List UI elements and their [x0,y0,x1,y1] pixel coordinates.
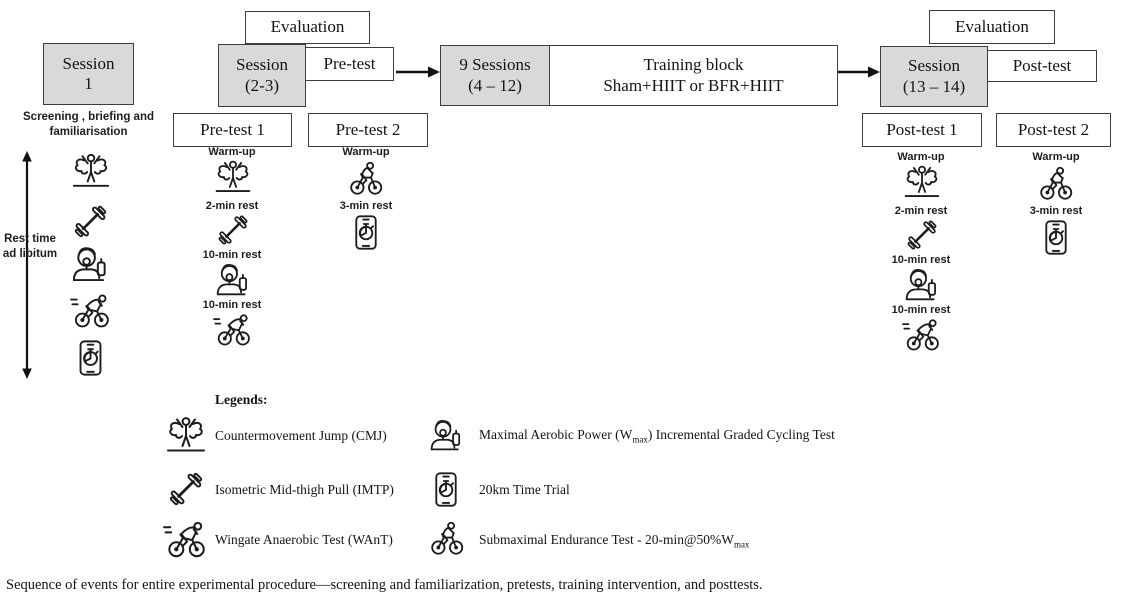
legend-title: Legends: [215,392,268,407]
pretest1-rest-label: 10-min rest [202,299,262,311]
jump-person-icon [70,151,112,191]
legend-want-text: Wingate Anaerobic Test (WAnT) [215,532,393,547]
legend-item-imtp: Isometric Mid-thigh Pull (IMTP) [215,482,394,500]
session-2-3-line1: Session [236,55,288,75]
post-test-2-label: Post-test 2 [1017,119,1090,139]
legend-item-cmj: Countermovement Jump (CMJ) [215,428,387,446]
rest-time-double-arrow [22,151,32,379]
evaluation-right-label: Evaluation [955,16,1029,36]
jump-person-icon [213,158,253,196]
evaluation-box-right: Evaluation [929,10,1055,44]
legend-wmax-sub: max [632,434,648,445]
jump-person-icon [164,415,208,455]
post-test-label: Post-test [1012,55,1072,75]
pre-test-1-label: Pre-test 1 [200,119,265,139]
session-2-3-box: Session (2-3) [218,44,306,107]
training-block-line2: Sham+HIIT or BFR+HIIT [603,75,784,95]
sessions-9-line2: (4 – 12) [468,75,522,95]
posttest1-rest-label: 2-min rest [894,205,948,217]
phone-stopwatch-icon [76,339,105,377]
legend-imtp-text: Isometric Mid-thigh Pull (IMTP) [215,482,394,497]
dumbbell-icon [905,218,939,252]
post-test-box: Post-test [987,50,1097,82]
posttest1-warmup-label: Warm-up [897,151,945,163]
posttest2-rest-label: 3-min rest [1029,205,1083,217]
sprint-cyclist-icon [901,316,941,352]
cyclist-icon [346,159,386,197]
session-13-14-line2: (13 – 14) [902,76,966,96]
cyclist-icon [427,518,467,558]
pre-test-box: Pre-test [305,47,394,81]
post-test-1-box: Post-test 1 [862,113,982,147]
legend-item-tt: 20km Time Trial [479,482,570,500]
pre-test-2-label: Pre-test 2 [335,119,401,139]
training-block-box: Training block Sham+HIIT or BFR+HIIT [549,45,838,106]
session-2-3-line2: (2-3) [245,75,279,95]
posttest1-rest-label: 10-min rest [891,304,951,316]
session-1-box: Session 1 [43,43,134,105]
sprint-cyclist-icon [69,291,111,329]
post-test-2-box: Post-test 2 [996,113,1111,147]
posttest2-warmup-label: Warm-up [1032,151,1080,163]
mask-person-icon [71,244,110,283]
pretest1-warmup-label: Warm-up [208,146,256,158]
figure-caption: Sequence of events for entire experiment… [6,577,763,593]
dumbbell-icon [167,470,205,508]
session-13-14-line1: Session [908,56,960,76]
phone-stopwatch-icon [352,214,380,251]
sessions-9-line1: 9 Sessions [459,55,531,75]
pre-test-2-box: Pre-test 2 [308,113,428,147]
pretest2-rest-label: 3-min rest [339,200,393,212]
arrow-right-2 [838,66,880,78]
legend-wmax-text: Maximal Aerobic Power (W [479,427,633,442]
dumbbell-icon [72,203,109,240]
legend-item-wmax: Maximal Aerobic Power (Wmax) Incremental… [479,427,835,445]
pretest2-warmup-label: Warm-up [342,146,390,158]
legend-item-sub: Submaximal Endurance Test - 20-min@50%Wm… [479,532,749,550]
session-1-line1: Session [62,53,115,73]
phone-stopwatch-icon [1042,219,1070,256]
sprint-cyclist-icon [212,311,252,347]
posttest1-rest-label: 10-min rest [891,254,951,266]
pretest1-rest-label: 10-min rest [202,249,262,261]
legend-tt-text: 20km Time Trial [479,482,570,497]
post-test-1-label: Post-test 1 [886,119,958,139]
mask-person-icon [904,266,940,302]
legend-item-want: Wingate Anaerobic Test (WAnT) [215,532,393,550]
legend-sub-text: Submaximal Endurance Test - 20-min@50%W [479,532,734,547]
evaluation-box-left: Evaluation [245,11,370,44]
mask-person-icon [429,417,464,452]
cyclist-icon [1036,164,1076,202]
legend-wmax-post: ) Incremental Graded Cycling Test [647,427,835,442]
dumbbell-icon [216,213,250,247]
evaluation-left-label: Evaluation [270,17,345,37]
pretest1-rest-label: 2-min rest [205,200,259,212]
legend-sub-sub: max [733,539,750,550]
session-1-line2: 1 [84,74,93,93]
phone-stopwatch-icon [432,471,460,508]
training-block-line1: Training block [643,55,744,75]
session-13-14-box: Session (13 – 14) [880,46,988,107]
arrow-right-1 [396,66,440,78]
pre-test-1-box: Pre-test 1 [173,113,292,147]
sessions-9-box: 9 Sessions (4 – 12) [440,45,550,106]
sprint-cyclist-icon [162,518,207,559]
legend-cmj-text: Countermovement Jump (CMJ) [215,428,387,443]
pre-test-label: Pre-test [323,53,376,73]
rest-time-note: Rest time ad libitum [2,233,58,260]
jump-person-icon [902,163,942,201]
mask-person-icon [215,261,251,297]
session-1-note: Screening , briefing and familiarisation [23,111,154,138]
